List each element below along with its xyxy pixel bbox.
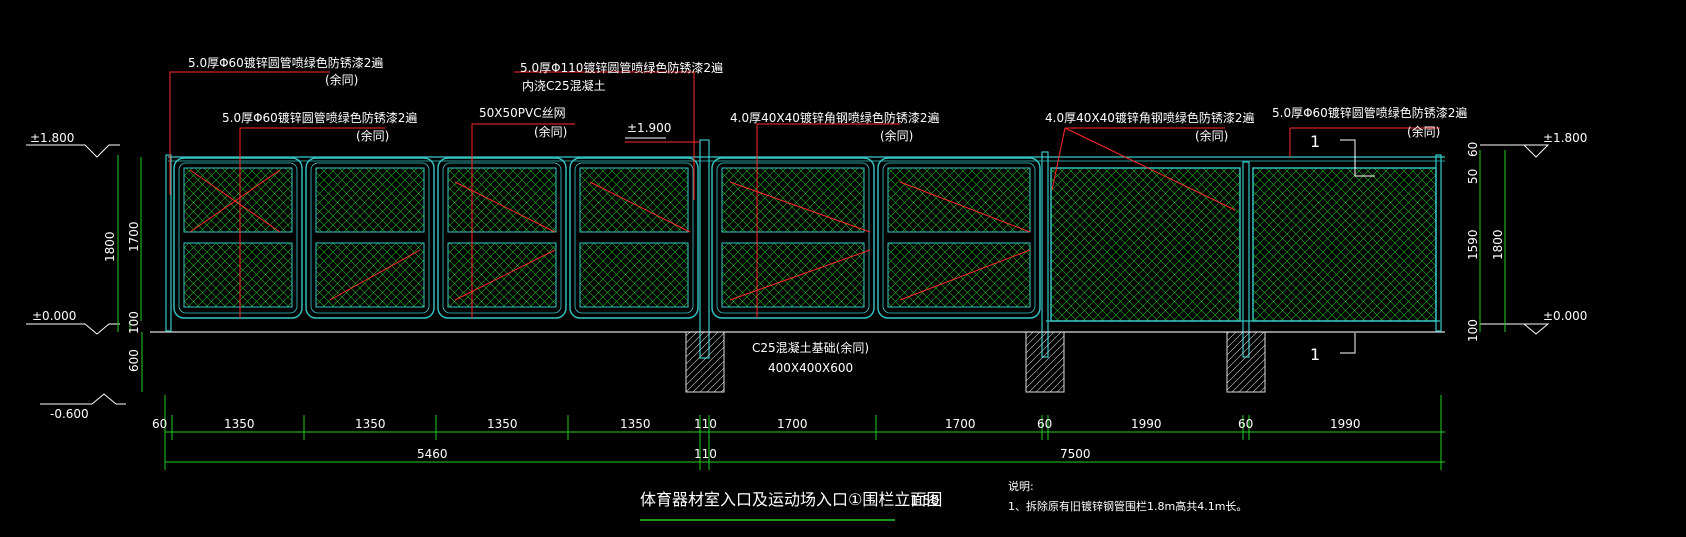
section-mark-bottom: 1: [1310, 345, 1320, 364]
annotation-pipe-60-top-note: (余同): [325, 72, 358, 87]
fence-panel: [1050, 167, 1241, 322]
fence-panel: [437, 157, 567, 319]
annotation-footing-size: 400X400X600: [768, 361, 853, 375]
level-left-bottom: -0.600: [50, 407, 89, 421]
post-110: [699, 139, 710, 359]
dim-h: 60: [152, 417, 167, 431]
concrete-footing: [1226, 331, 1266, 393]
annotation-pipe-110: 5.0厚Φ110镀锌圆管喷绿色防锈漆2遍: [520, 60, 723, 75]
dim-right-panel: 1590: [1466, 229, 1480, 260]
dim-h: 1700: [945, 417, 976, 431]
annotation-angle-steel-2: 4.0厚40X40镀锌角钢喷绿色防锈漆2遍: [1045, 110, 1254, 125]
dim-h-total: 110: [694, 447, 717, 461]
dim-left-fence: 1700: [127, 221, 141, 252]
fence-panel: [1252, 167, 1437, 322]
level-right-top: ±1.800: [1543, 131, 1587, 145]
notes-heading: 说明:: [1008, 479, 1034, 493]
dim-left-footing: 600: [127, 349, 141, 372]
dim-h: 1350: [620, 417, 651, 431]
post-60: [1041, 151, 1049, 358]
fence-panel: [569, 157, 699, 319]
level-symbols: [26, 137, 1550, 405]
dim-h-total: 5460: [417, 447, 448, 461]
annotation-pvc-mesh: 50X50PVC丝网: [479, 106, 566, 120]
level-left-top: ±1.800: [30, 131, 74, 145]
post-left-end: [165, 154, 172, 332]
annotation-right-pipe: 5.0厚Φ60镀锌圆管喷绿色防锈漆2遍: [1272, 105, 1467, 120]
dim-h: 1350: [487, 417, 518, 431]
note-1: 1、拆除原有旧镀锌钢管围栏1.8m高共4.1m长。: [1008, 499, 1247, 513]
dim-h: 1350: [224, 417, 255, 431]
annotation-angle-steel-1: 4.0厚40X40镀锌角钢喷绿色防锈漆2遍: [730, 110, 939, 125]
level-left-ground: ±0.000: [32, 309, 76, 323]
panel-group-right: [1046, 167, 1440, 322]
fence-panel: [711, 157, 875, 319]
annotation-angle-steel-2-note: (余同): [1195, 128, 1228, 143]
annotation-angle-steel-1-note: (余同): [880, 128, 913, 143]
dim-h: 1700: [777, 417, 808, 431]
section-mark-top: 1: [1310, 132, 1320, 151]
panel-group-left: [173, 157, 1041, 319]
leader-lines: [169, 71, 1440, 318]
drawing-title: 体育器材室入口及运动场入口①围栏立面图: [640, 490, 942, 509]
dim-right-total: 1800: [1491, 229, 1505, 260]
section-cut-marks: [1340, 139, 1375, 354]
annotation-pipe-60-top: 5.0厚Φ60镀锌圆管喷绿色防锈漆2遍: [188, 55, 383, 70]
annotation-right-pipe-note: (余同): [1407, 124, 1440, 139]
dim-h: 1350: [355, 417, 386, 431]
dim-left-base: 100: [127, 311, 141, 334]
fence-panel: [173, 157, 303, 319]
dim-h: 1990: [1131, 417, 1162, 431]
annotation-pipe-60-mid: 5.0厚Φ60镀锌圆管喷绿色防锈漆2遍: [222, 110, 417, 125]
dim-h: 60: [1238, 417, 1253, 431]
post-60: [1242, 161, 1250, 358]
fence-panel: [305, 157, 435, 319]
vertical-dimension-lines: [117, 150, 1506, 392]
dim-h-total: 7500: [1060, 447, 1091, 461]
dim-right-base: 100: [1466, 319, 1480, 342]
dim-left-total: 1800: [103, 231, 117, 262]
dim-h: 1990: [1330, 417, 1361, 431]
concrete-footing: [1025, 331, 1065, 393]
annotation-pvc-mesh-note: (余同): [534, 124, 567, 139]
dim-right-top: 60: [1466, 142, 1480, 157]
level-mid: ±1.900: [627, 121, 671, 135]
dim-h: 110: [694, 417, 717, 431]
horizontal-dimension-lines: [164, 395, 1445, 470]
dim-h: 60: [1037, 417, 1052, 431]
post-right-end: [1435, 154, 1442, 332]
level-right-ground: ±0.000: [1543, 309, 1587, 323]
concrete-footing: [685, 331, 725, 393]
dim-right-gap: 50: [1466, 169, 1480, 184]
annotation-pipe-60-mid-note: (余同): [356, 128, 389, 143]
annotation-footing: C25混凝土基础(余同): [752, 340, 869, 355]
fence-panel: [877, 157, 1041, 319]
drawing-scale: 1:50: [910, 494, 939, 509]
annotation-pipe-110-note: 内浇C25混凝土: [522, 78, 606, 93]
